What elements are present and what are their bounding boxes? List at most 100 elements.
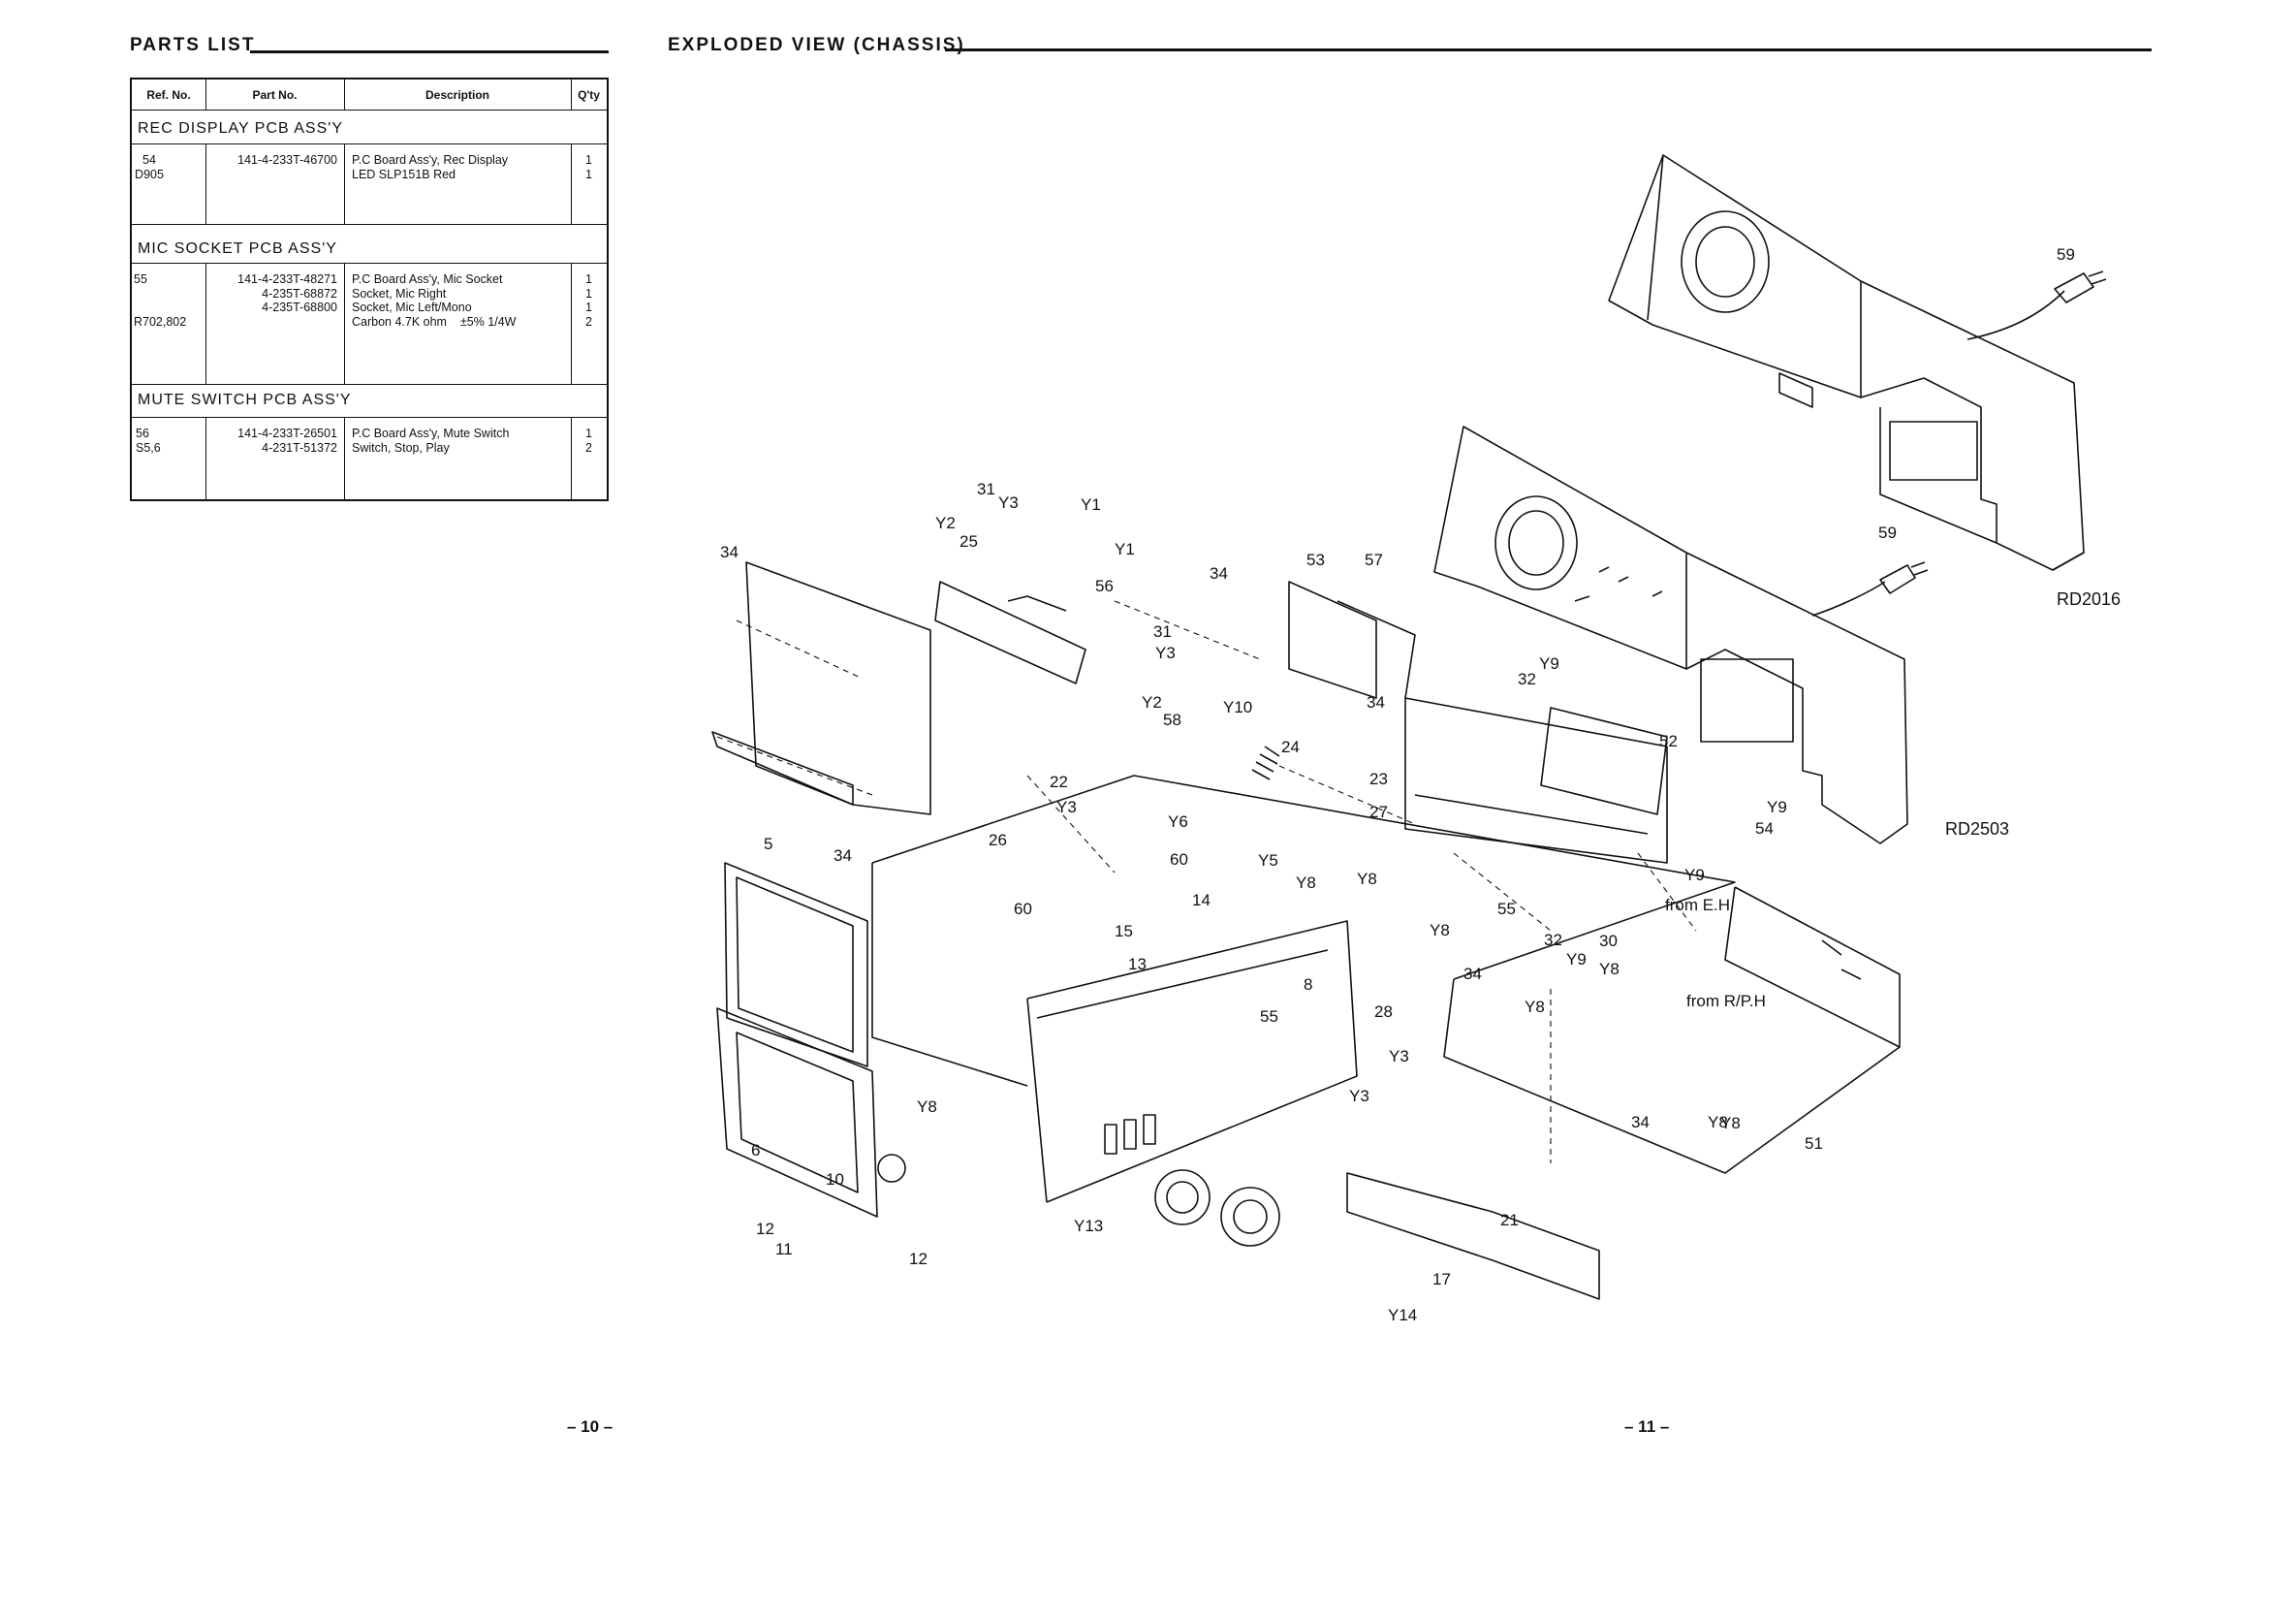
ref-cell: 55 R702,802 [134,272,187,329]
callout: 5 [764,835,772,853]
callout: 60 [1170,850,1188,869]
callout: Y9 [1767,798,1787,816]
callout: Y8 [1720,1114,1741,1132]
part-cell: 141-4-233T-48271 4-235T-68872 4-235T-688… [237,272,337,314]
callout: 24 [1281,738,1300,756]
note-from-rph: from R/P.H [1686,992,1766,1010]
callout: Y8 [1599,960,1620,978]
page-number-left: – 10 – [567,1417,613,1436]
callout: Y8 [1296,874,1316,892]
leader-lines [716,600,1697,1163]
col-divider [205,263,206,384]
cassette-mechanism-6 [716,1007,906,1218]
callout: 11 [775,1240,793,1258]
callout: 55 [1497,900,1516,918]
desc-cell: P.C Board Ass'y, Mic Socket Socket, Mic … [352,272,517,329]
callout: Y2 [1142,693,1162,712]
model-code-rd2016: RD2016 [2057,589,2121,609]
col-divider [571,417,572,499]
callouts: 59 59 31 Y3 Y1 Y1 Y2 25 34 56 31 Y3 Y2 3… [720,245,2075,1324]
rear-panel-rd2016 [1608,154,2085,571]
col-header-desc: Description [425,88,489,102]
rear-panel-rd2503 [1433,426,1908,844]
exploded-view-heading: EXPLODED VIEW (CHASSIS) [668,35,965,55]
callout: 26 [989,831,1007,849]
callout: Y8 [1708,1113,1728,1131]
callout: 34 [833,846,852,865]
qty-cell: 1 1 1 2 [585,272,592,329]
callout: 56 [1095,577,1114,595]
col-divider [344,263,345,384]
callout: Y5 [1258,851,1278,870]
callout: 51 [1805,1134,1823,1153]
shelf-upper-left [711,561,931,815]
col-header-part: Part No. [252,88,298,102]
note-from-eh: from E.H [1665,896,1730,914]
display-panel-52 [1404,697,1668,864]
callout: Y1 [1081,495,1101,514]
col-divider [344,143,345,224]
callout: Y3 [1389,1047,1409,1065]
spring-24 [1251,746,1280,780]
callout: 57 [1365,551,1383,569]
col-divider [205,417,206,499]
desc-cell: P.C Board Ass'y, Rec Display LED SLP151B… [352,153,509,181]
callout: 59 [2057,245,2075,264]
section-title: MIC SOCKET PCB ASS'Y [138,240,337,257]
callout: 55 [1260,1007,1278,1026]
callout: Y10 [1223,698,1252,716]
header-divider [132,110,607,111]
desc-cell: P.C Board Ass'y, Mute Switch Switch, Sto… [352,427,510,455]
callout: 34 [1631,1113,1650,1131]
callout: 31 [1153,622,1172,641]
callout: Y3 [1349,1087,1369,1105]
callout: 54 [1755,819,1774,838]
col-divider [571,143,572,224]
col-divider [344,79,345,110]
main-chassis [871,775,1736,1247]
callout: Y9 [1684,866,1705,884]
callout: Y6 [1168,812,1188,831]
col-divider [571,263,572,384]
callout: 32 [1544,931,1562,949]
section-divider [132,384,607,385]
col-divider [205,143,206,224]
callout: 27 [1369,803,1388,821]
callout: 22 [1050,773,1068,791]
col-divider [344,417,345,499]
switch-board-56 [934,581,1086,684]
callout: 53 [1306,551,1325,569]
callout: Y9 [1566,950,1587,969]
page-number-right: – 11 – [1624,1417,1670,1436]
qty-cell: 1 2 [585,427,592,455]
model-code-rd2503: RD2503 [1945,819,2009,839]
section-divider [132,417,607,418]
callout: 13 [1128,955,1147,973]
callout: 31 [977,480,995,498]
ref-cell: 54 D905 [135,153,164,181]
col-divider [205,79,206,110]
callout: 52 [1659,732,1678,750]
callout: 58 [1163,711,1181,729]
circuit-board-51 [1443,886,1901,1174]
callout: Y3 [1056,798,1077,816]
power-cord-59-upper [1966,270,2107,340]
callout: 25 [959,532,978,551]
callout: 14 [1192,891,1211,909]
qty-cell: 1 1 [585,153,592,181]
cassette-window-5 [724,862,868,1067]
callout: 34 [1367,693,1385,712]
section-title: REC DISPLAY PCB ASS'Y [138,120,343,137]
callout: 30 [1599,932,1618,950]
callout: 21 [1500,1211,1519,1229]
part-cell: 141-4-233T-26501 4-231T-51372 [237,427,337,455]
power-cord-59-lower [1811,561,1929,617]
callout: Y2 [935,514,956,532]
callout: 12 [909,1250,928,1268]
callout: Y8 [1430,921,1450,939]
callout: 60 [1014,900,1032,918]
callout: 12 [756,1220,774,1238]
section-title: MUTE SWITCH PCB ASS'Y [138,392,352,408]
transport-53-57 [1288,581,1416,699]
